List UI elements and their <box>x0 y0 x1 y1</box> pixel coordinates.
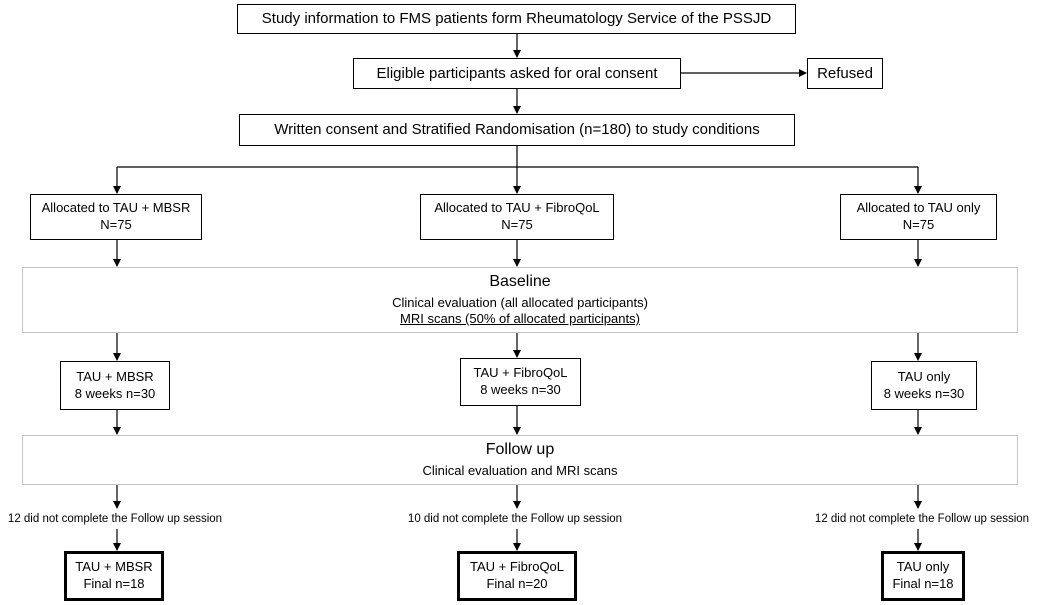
allocation-fibroqol-line2: N=75 <box>501 217 533 232</box>
allocation-tau-line1: Allocated to TAU only <box>856 200 981 216</box>
intervention-mbsr-line2: 8 weeks n=30 <box>74 385 156 401</box>
final-box-mbsr: TAU + MBSR Final n=18 <box>64 551 164 601</box>
final-box-tau: TAU only Final n=18 <box>881 551 965 601</box>
refused-text: Refused <box>817 64 873 82</box>
refused-box: Refused <box>807 58 883 89</box>
written-consent-box: Written consent and Stratified Randomisa… <box>239 114 795 146</box>
baseline-title: Baseline <box>489 272 551 290</box>
eligible-box: Eligible participants asked for oral con… <box>353 58 681 89</box>
study-info-box: Study information to FMS patients form R… <box>237 4 796 34</box>
intervention-box-tau: TAU only 8 weeks n=30 <box>871 361 977 410</box>
eligible-text: Eligible participants asked for oral con… <box>376 64 658 82</box>
baseline-box: Baseline Clinical evaluation (all alloca… <box>22 267 1018 333</box>
dropout-note-fibroqol: 10 did not complete the Follow up sessio… <box>407 513 623 525</box>
allocation-box-tau: Allocated to TAU only N=75 <box>840 194 997 240</box>
followup-line1: Clinical evaluation and MRI scans <box>422 462 618 478</box>
baseline-line2: MRI scans (50% of allocated participants… <box>400 311 640 327</box>
intervention-fibroqol-line1: TAU + FibroQoL <box>473 365 568 381</box>
final-fibroqol-line1: TAU + FibroQoL <box>469 559 565 575</box>
intervention-fibroqol-line2: 8 weeks n=30 <box>480 382 561 397</box>
intervention-tau-line2: 8 weeks n=30 <box>883 385 965 401</box>
intervention-box-mbsr: TAU + MBSR 8 weeks n=30 <box>60 361 170 410</box>
dropout-note-tau: 12 did not complete the Follow up sessio… <box>814 513 1030 525</box>
intervention-box-fibroqol: TAU + FibroQoL 8 weeks n=30 <box>460 358 581 406</box>
allocation-box-mbsr: Allocated to TAU + MBSR N=75 <box>30 194 202 240</box>
followup-box: Follow up Clinical evaluation and MRI sc… <box>22 435 1018 485</box>
intervention-tau-line1: TAU only <box>897 368 951 384</box>
allocation-fibroqol-line1: Allocated to TAU + FibroQoL <box>434 200 600 216</box>
intervention-mbsr-line1: TAU + MBSR <box>76 368 154 384</box>
allocation-mbsr-line1: Allocated to TAU + MBSR <box>41 200 191 216</box>
final-tau-line1: TAU only <box>896 559 950 575</box>
study-info-text: Study information to FMS patients form R… <box>261 10 772 28</box>
allocation-box-fibroqol: Allocated to TAU + FibroQoL N=75 <box>420 194 614 240</box>
final-mbsr-line2: Final n=18 <box>83 576 145 591</box>
final-mbsr-line1: TAU + MBSR <box>75 559 153 575</box>
final-fibroqol-line2: Final n=20 <box>486 576 548 591</box>
dropout-note-mbsr: 12 did not complete the Follow up sessio… <box>7 513 223 525</box>
allocation-mbsr-line2: N=75 <box>100 217 132 232</box>
followup-title: Follow up <box>485 441 555 459</box>
baseline-line1: Clinical evaluation (all allocated parti… <box>392 294 648 310</box>
written-consent-text: Written consent and Stratified Randomisa… <box>274 121 760 139</box>
final-box-fibroqol: TAU + FibroQoL Final n=20 <box>457 551 577 601</box>
final-tau-line2: Final n=18 <box>892 576 954 591</box>
allocation-tau-line2: N=75 <box>902 217 935 232</box>
